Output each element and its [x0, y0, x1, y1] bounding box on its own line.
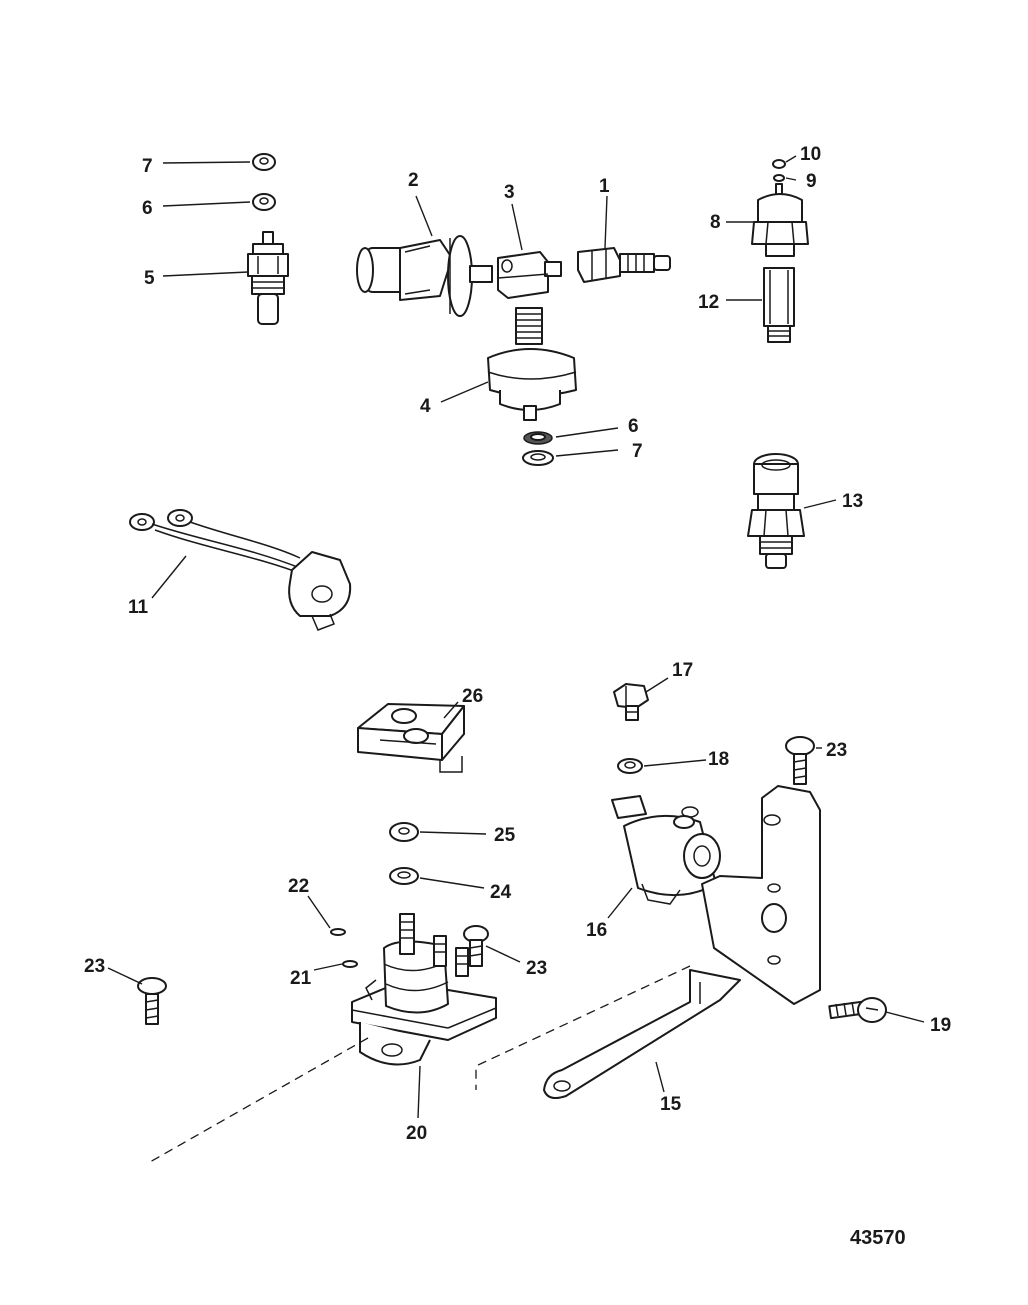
part-18-washer — [617, 758, 643, 774]
callout-20: 20 — [406, 1123, 427, 1144]
callout-19: 19 — [930, 1015, 951, 1036]
part-26-terminal-cover — [357, 703, 465, 773]
part-12-fitting — [763, 267, 795, 343]
callout-26: 26 — [462, 686, 483, 707]
part-1-hex-adapter — [577, 247, 671, 283]
part-13-sender — [747, 453, 805, 569]
callout-25: 25 — [494, 825, 516, 846]
part-washer-6-center — [523, 431, 553, 445]
callout-23-center: 23 — [526, 958, 547, 979]
part-17-bolt — [613, 683, 649, 721]
callout-12: 12 — [698, 292, 719, 313]
callout-22: 22 — [288, 876, 309, 897]
callout-23-left: 23 — [84, 956, 105, 977]
callout-24: 24 — [490, 882, 512, 903]
callout-8: 8 — [710, 212, 721, 233]
callout-6-top: 6 — [142, 198, 153, 219]
part-21-washer — [342, 960, 358, 968]
callout-1: 1 — [599, 176, 610, 197]
callout-5: 5 — [144, 268, 155, 289]
callout-labels: 1 2 3 4 5 6 6 7 7 8 9 10 11 12 13 15 16 … — [84, 144, 951, 1144]
callout-21: 21 — [290, 968, 312, 989]
part-19-screw — [828, 997, 887, 1023]
callout-9: 9 — [806, 171, 817, 192]
part-11-wire-harness — [129, 509, 352, 631]
callout-16: 16 — [586, 920, 607, 941]
leader-lines — [107, 155, 925, 1119]
callout-7-center: 7 — [632, 441, 643, 462]
part-23-screw-center — [463, 925, 489, 967]
callout-6-center: 6 — [628, 416, 639, 437]
part-4-sender-housing — [487, 307, 577, 421]
callout-17: 17 — [672, 660, 693, 681]
callout-4: 4 — [420, 396, 431, 417]
part-9-washer — [773, 174, 785, 182]
callout-23-right: 23 — [826, 740, 847, 761]
part-16-solenoid — [611, 795, 721, 905]
callout-2: 2 — [408, 170, 419, 191]
callout-3: 3 — [504, 182, 515, 203]
part-10-nut — [772, 159, 786, 169]
part-23-screw-right — [785, 736, 815, 785]
part-24-washer — [389, 867, 419, 885]
part-3-tee-fitting — [497, 251, 562, 299]
part-washer-6-top — [252, 193, 276, 211]
callout-7-top: 7 — [142, 156, 153, 177]
callout-15: 15 — [660, 1094, 682, 1115]
part-25-nut — [389, 822, 419, 842]
part-nut-7-top — [252, 153, 276, 171]
callout-13: 13 — [842, 491, 863, 512]
assembly-lines — [149, 965, 691, 1163]
part-23-screw-left — [137, 977, 167, 1025]
part-2-pressure-switch — [356, 235, 493, 317]
part-20-solenoid — [351, 913, 497, 1066]
callout-10: 10 — [800, 144, 821, 165]
part-15-bracket — [543, 785, 821, 1099]
part-nut-7-center — [522, 450, 554, 466]
callout-11: 11 — [128, 597, 149, 618]
part-sender-5 — [247, 231, 289, 325]
figure-reference-number: 43570 — [850, 1227, 906, 1249]
callout-18: 18 — [708, 749, 729, 770]
part-8-sender — [751, 183, 809, 257]
part-22-washer — [330, 928, 346, 936]
